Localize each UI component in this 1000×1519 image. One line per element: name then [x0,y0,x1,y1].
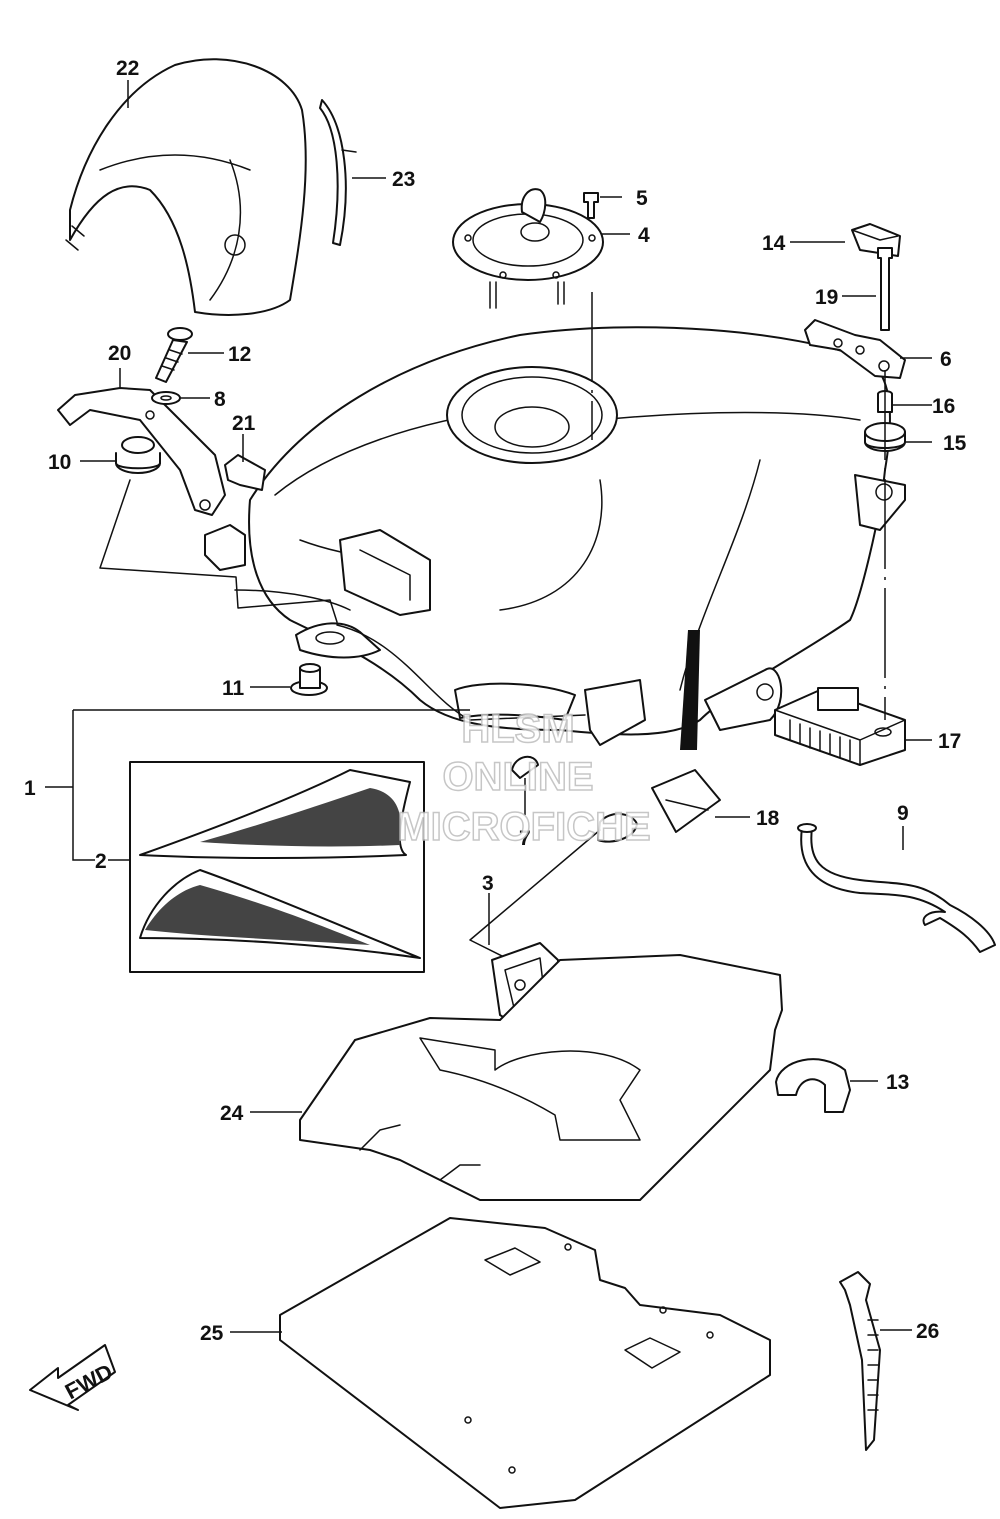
callout-4: 4 [638,224,650,247]
callout-7: 7 [519,827,531,850]
part-25-plate [279,1217,771,1509]
watermark-line-3: MICROFICHE [397,805,650,849]
part-12-bolt [155,327,193,383]
part-8-washer [151,391,181,405]
callout-3: 3 [482,872,494,895]
watermark-line-1: HLSM [461,707,574,751]
alignment-line-front-mount [99,479,338,623]
part-7-clip [511,755,539,779]
part-24-sheet [299,954,783,1201]
part-23-trim-strip [319,99,357,246]
leader-lines [45,80,932,1333]
part-18-pad [651,769,721,833]
part-17-rubber-pad [774,687,906,766]
callout-10: 10 [48,451,71,474]
callout-labels: 22 23 5 4 14 19 20 12 6 8 16 21 15 10 11… [24,57,967,1345]
part-1-fuel-tank [204,326,906,750]
part-6-bracket-plate [804,319,906,379]
part-2-decal-set [129,761,425,973]
part-5-screw [583,192,599,219]
callout-26: 26 [916,1320,939,1343]
alignment-line-breather [336,624,586,721]
part-11-grommet [290,663,328,696]
callout-9: 9 [897,802,909,825]
part-19-bolt [877,247,893,331]
callout-20: 20 [108,342,131,365]
callout-15: 15 [943,432,967,455]
watermark-line-2: ONLINE [442,755,593,799]
part-10-grommet [115,436,161,474]
callout-11: 11 [222,677,245,700]
callout-21: 21 [232,412,256,435]
callout-5: 5 [636,187,648,210]
callout-13: 13 [886,1071,909,1094]
fwd-arrow: FWD [29,1344,117,1411]
callout-16: 16 [932,395,955,418]
watermark: HLSM ONLINE MICROFICHE [397,706,652,850]
part-21-cushion [224,454,266,491]
callout-1: 1 [24,777,36,800]
callout-14: 14 [762,232,786,255]
callout-8: 8 [214,388,226,411]
callout-19: 19 [815,286,838,309]
part-4-fuel-cap [452,188,604,309]
callout-25: 25 [200,1322,224,1345]
part-22-front-cowl [65,58,307,316]
callout-2: 2 [95,850,107,873]
callout-22: 22 [116,57,139,80]
part-26-cable-tie [839,1271,881,1451]
callout-17: 17 [938,730,961,753]
callout-18: 18 [756,807,780,830]
callout-24: 24 [220,1102,244,1125]
fwd-arrow-icon [29,1344,116,1411]
callout-6: 6 [940,348,952,371]
part-13-clamp [775,1058,851,1113]
part-9-hose [797,823,996,953]
callout-23: 23 [392,168,415,191]
callout-12: 12 [228,343,251,366]
